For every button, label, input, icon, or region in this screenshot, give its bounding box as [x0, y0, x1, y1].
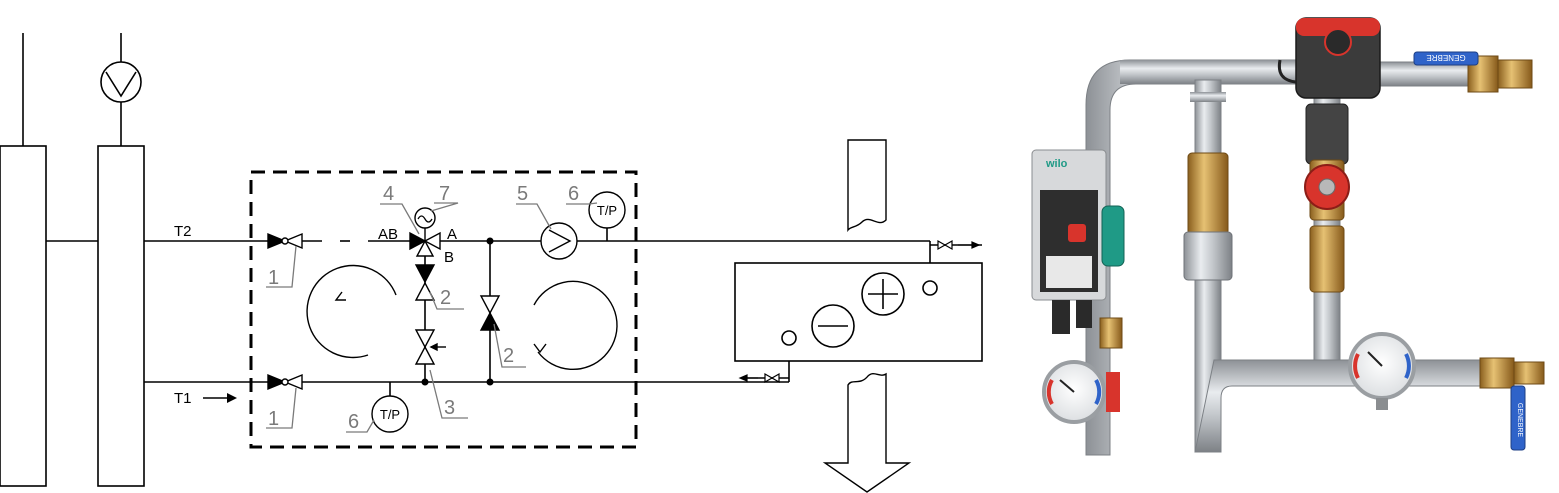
valve-handle-bottom-icon: GENEBRE [1510, 385, 1526, 451]
circulation-pump-icon [540, 222, 578, 260]
air-outflow-arrow-icon [822, 372, 912, 493]
svg-text:wilo: wilo [1045, 158, 1068, 170]
callout-7: 7 [439, 183, 450, 205]
callout-1-bottom: 1 [268, 408, 279, 430]
tank-right [97, 145, 145, 487]
product-photo: GENEBRE GENEBRE wilo [1031, 17, 1545, 456]
tanks [0, 33, 145, 487]
callout-6-top: 6 [568, 183, 579, 205]
port-a-label: A [447, 226, 457, 243]
shutoff-valve-return-icon [267, 373, 303, 391]
minus-icon [811, 304, 855, 348]
heat-exchanger [734, 262, 983, 362]
callout-1-top: 1 [268, 267, 279, 289]
callout-5: 5 [517, 183, 528, 205]
callout-leaders [266, 202, 598, 433]
sensor-return [781, 330, 797, 346]
port-b-label: B [444, 249, 454, 266]
return-label: T1 [174, 390, 192, 407]
callout-3: 3 [444, 397, 455, 419]
pump-icon [100, 61, 142, 103]
svg-text:T/P: T/P [597, 203, 617, 218]
junction-dots [421, 237, 494, 386]
shutoff-valve-supply-icon [267, 232, 303, 250]
tank-left [0, 145, 47, 487]
callout-6-bottom: 6 [348, 411, 359, 433]
actuator-motor-icon [1277, 17, 1381, 99]
check-valve-left-icon [414, 264, 436, 301]
gauge-return-icon: T/P [371, 395, 409, 433]
callout-2-left: 2 [440, 287, 451, 309]
air-duct-top [847, 139, 887, 233]
valve-handle-top-icon: GENEBRE [1413, 51, 1479, 66]
thermomanometer-left-icon [1042, 360, 1120, 424]
balancing-valve-icon [414, 329, 446, 365]
plus-icon [861, 272, 905, 316]
callout-4: 4 [383, 183, 394, 205]
svg-text:T/P: T/P [380, 407, 400, 422]
svg-text:GENEBRE: GENEBRE [1426, 53, 1465, 62]
valve-handwheel-icon [1304, 164, 1350, 210]
circulation-arrows [306, 264, 618, 370]
gauge-supply-icon: T/P [588, 191, 626, 229]
port-ab-label: AB [378, 226, 398, 243]
sensor-supply [922, 280, 938, 296]
mixing-valve-icon [409, 228, 441, 257]
thermomanometer-right-icon [1348, 332, 1416, 410]
supply-label: T2 [174, 223, 192, 240]
vent-valve-return-icon [738, 372, 780, 384]
callout-2-bypass: 2 [503, 345, 514, 367]
actuator-icon [414, 207, 436, 229]
wilo-pump-icon: wilo [1031, 149, 1125, 349]
svg-text:GENEBRE: GENEBRE [1516, 403, 1523, 438]
check-valve-bypass-icon [479, 295, 501, 331]
flow-arrow-icon [203, 393, 237, 403]
vent-valve-supply-icon [937, 239, 981, 251]
